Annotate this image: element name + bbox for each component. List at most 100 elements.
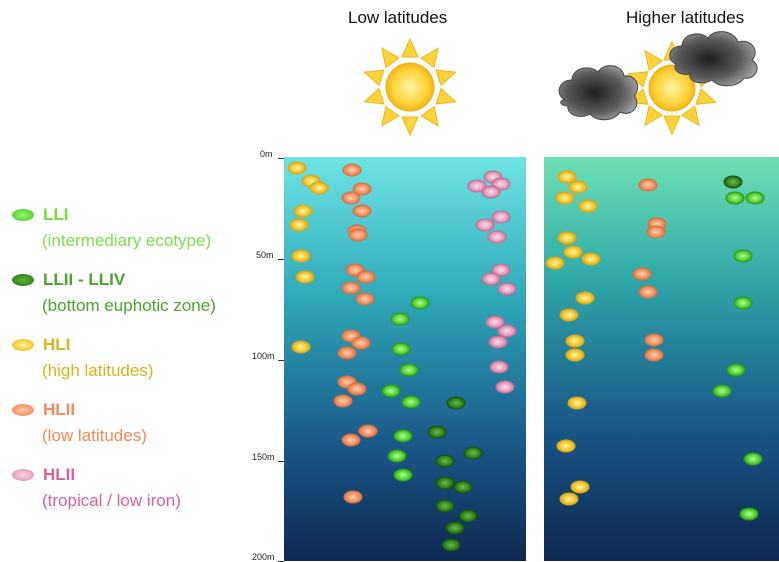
cloud-icon: [669, 31, 758, 87]
depth-label-0: 0m: [260, 149, 273, 159]
legend-description: (bottom euphotic zone): [42, 296, 216, 315]
hlii-cell: [358, 424, 378, 438]
hli-cell: [567, 396, 587, 410]
lli-cell-group: [712, 191, 765, 521]
lli-cell: [743, 452, 763, 466]
depth-tick: [278, 259, 284, 260]
hlii-cell: [333, 394, 353, 408]
hlii-cell: [341, 433, 361, 447]
low-latitudes-title: Low latitudes: [348, 8, 448, 27]
hli-cell: [291, 340, 311, 354]
llii-lliv-cell: [458, 509, 478, 523]
hlii-tropical-cell: [485, 315, 505, 329]
hli-cell: [557, 231, 577, 245]
cloud-icon: [558, 65, 639, 121]
hli-cell: [568, 180, 588, 194]
hlii-cell-group: [333, 163, 378, 504]
legend-description: (intermediary ecotype): [42, 231, 212, 250]
hlii-tropical-cell: [491, 210, 511, 224]
legend-item-hlii-low: HLII (low latitudes): [12, 400, 147, 446]
hlii-cell: [646, 225, 666, 239]
hlii-tropical-cell-icon: [12, 469, 34, 481]
hlii-tropical-cell: [481, 272, 501, 286]
lli-cell: [393, 468, 413, 482]
legend-label: LLII - LLIV: [43, 270, 126, 289]
lli-cell: [399, 363, 419, 377]
hlii-tropical-cell: [491, 263, 511, 277]
hli-cell-group: [287, 161, 329, 354]
llii-lliv-cell: [435, 476, 455, 490]
hlii-cell: [638, 178, 658, 192]
lli-cell: [381, 384, 401, 398]
hli-cell: [575, 291, 595, 305]
lli-cell: [712, 384, 732, 398]
lli-cell: [410, 296, 430, 310]
lli-cell: [733, 249, 753, 263]
hlii-cell: [351, 336, 371, 350]
legend-description: (high latitudes): [42, 361, 154, 380]
higher-latitudes-title: Higher latitudes: [626, 8, 745, 27]
hlii-cell: [337, 346, 357, 360]
llii-lliv-cell: [435, 499, 455, 513]
hlii-cell: [644, 348, 664, 362]
hlii-cell: [342, 163, 362, 177]
legend-description: (tropical / low iron): [42, 491, 181, 510]
hlii-cell: [348, 228, 368, 242]
hlii-tropical-cell: [481, 185, 501, 199]
legend-item-llii-lliv: LLII - LLIV (bottom euphotic zone): [12, 270, 216, 316]
llii-lliv-cell-icon: [12, 274, 34, 286]
hlii-cell: [644, 333, 664, 347]
hlii-cell-group: [632, 178, 667, 362]
hli-cell: [581, 252, 601, 266]
lli-cell-icon: [12, 209, 34, 221]
hli-cell: [578, 199, 598, 213]
hlii-tropical-cell: [487, 230, 507, 244]
legend-item-hlii-tropical: HLII (tropical / low iron): [12, 465, 181, 511]
hli-cell: [295, 270, 315, 284]
lli-cell: [387, 449, 407, 463]
hli-cell: [563, 245, 583, 259]
hlii-cell: [352, 204, 372, 218]
hlii-tropical-cell: [488, 335, 508, 349]
hli-cell: [557, 170, 577, 184]
llii-lliv-cell: [723, 175, 743, 189]
legend-label: HLII: [43, 465, 76, 484]
hlii-tropical-cell: [497, 324, 517, 338]
lli-cell: [393, 429, 413, 443]
legend-item-lli: LLI (intermediary ecotype): [12, 205, 211, 251]
hlii-cell: [352, 182, 372, 196]
depth-label-200: 200m: [252, 552, 275, 562]
depth-label-50: 50m: [256, 250, 274, 260]
hli-cell: [559, 492, 579, 506]
hli-cell-icon: [12, 339, 34, 351]
lli-cell-group: [381, 296, 430, 482]
lli-cell: [725, 191, 745, 205]
depth-tick: [278, 158, 284, 159]
depth-label-100: 100m: [252, 351, 275, 361]
hli-cell-group: [545, 170, 601, 506]
hlii-tropical-cell: [489, 360, 509, 374]
llii-lliv-cell: [441, 538, 461, 552]
llii-lliv-cell: [435, 454, 455, 468]
legend-item-hli: HLI (high latitudes): [12, 335, 154, 381]
lli-cell: [391, 342, 411, 356]
hli-cell: [309, 181, 329, 195]
legend-label: LLI: [43, 205, 69, 224]
legend-label: HLII: [43, 400, 76, 419]
hli-cell: [565, 334, 585, 348]
lli-cell: [745, 191, 765, 205]
depth-tick: [278, 360, 284, 361]
hlii-cell-icon: [12, 404, 34, 416]
hlii-cell: [341, 281, 361, 295]
hlii-cell: [343, 490, 363, 504]
hlii-cell: [638, 285, 658, 299]
hlii-tropical-cell-group: [467, 170, 517, 394]
legend-label: HLI: [43, 335, 71, 354]
llii-lliv-cell: [463, 446, 483, 460]
llii-lliv-cell: [453, 480, 473, 494]
hlii-tropical-cell: [495, 380, 515, 394]
low-latitude-water-column: [284, 157, 526, 561]
lli-cell: [733, 296, 753, 310]
hli-cell: [289, 218, 309, 232]
